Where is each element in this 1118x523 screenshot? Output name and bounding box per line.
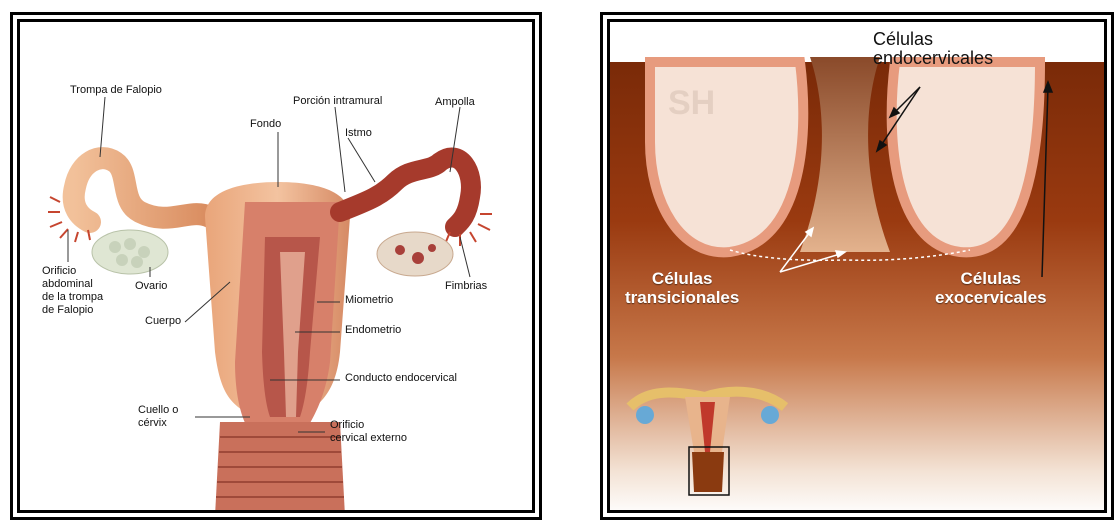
- label-ovario: Ovario: [135, 280, 167, 293]
- left-fallopian-tube: [74, 158, 210, 222]
- right-figure-frame: SH Células endocervicales Célula: [600, 12, 1114, 520]
- label-trompa: Trompa de Falopio: [70, 84, 162, 97]
- label-cuello-cervix: Cuello o cérvix: [138, 404, 178, 430]
- label-fondo: Fondo: [250, 118, 281, 131]
- label-celulas-transicionales: Células transicionales: [625, 269, 739, 307]
- label-miometrio: Miometrio: [345, 294, 393, 307]
- label-endometrio: Endometrio: [345, 324, 401, 337]
- right-fallopian-tube: [340, 157, 471, 227]
- left-figure-frame: Trompa de Falopio Porción intramural Amp…: [10, 12, 542, 520]
- label-cuerpo: Cuerpo: [145, 315, 181, 328]
- label-celulas-endocervicales: Células endocervicales: [873, 30, 993, 68]
- left-figure-inner: Trompa de Falopio Porción intramural Amp…: [17, 19, 535, 513]
- label-fimbrias: Fimbrias: [445, 280, 487, 293]
- label-orificio-abdominal: Orificio abdominal de la trompa de Falop…: [42, 265, 103, 317]
- watermark: SH: [668, 84, 715, 122]
- label-ampolla: Ampolla: [435, 96, 475, 109]
- right-gland-lobe: [892, 62, 1040, 252]
- label-istmo: Istmo: [345, 127, 372, 140]
- left-ovary: [92, 230, 168, 274]
- label-celulas-exocervicales: Células exocervicales: [935, 269, 1047, 307]
- right-figure-inner: SH Células endocervicales Célula: [607, 19, 1107, 513]
- label-orificio-cervical: Orificio cervical externo: [330, 419, 407, 445]
- label-porcion-intramural: Porción intramural: [293, 95, 382, 108]
- label-conducto-endocervical: Conducto endocervical: [345, 372, 457, 385]
- cervix-cells-drawing: SH: [610, 22, 1107, 513]
